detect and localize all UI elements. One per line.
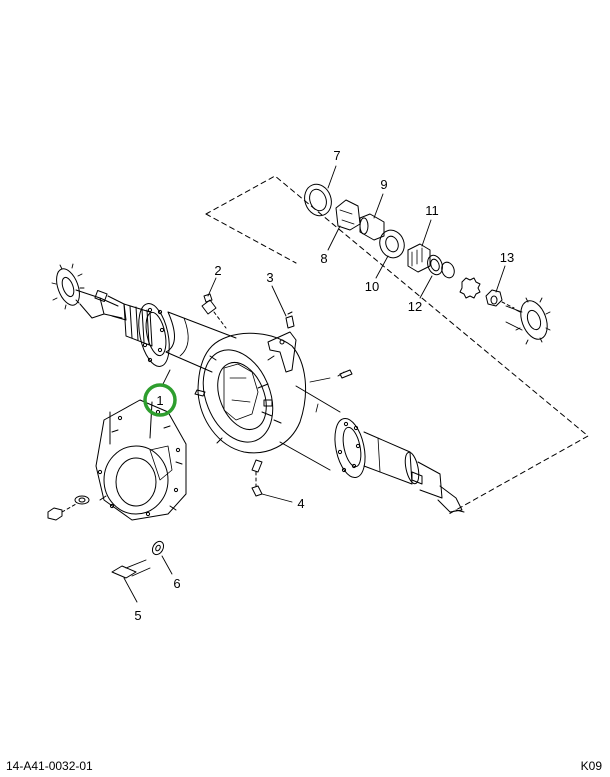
assembly-boundary-lower xyxy=(205,213,297,264)
callout-7: 7 xyxy=(333,148,340,163)
housing-studs xyxy=(194,355,282,444)
page-code: K09 xyxy=(580,759,602,773)
callout-6: 6 xyxy=(173,576,180,591)
callout-4: 4 xyxy=(297,496,304,511)
housing-tube-left xyxy=(165,311,237,373)
callout-5: 5 xyxy=(134,608,141,623)
callout-3: 3 xyxy=(266,270,273,285)
mounting-bracket xyxy=(267,331,297,373)
carrier-cover xyxy=(95,399,187,521)
cover-washer-nut xyxy=(47,495,90,521)
drain-plug xyxy=(251,485,263,497)
drain-plug-body xyxy=(251,459,263,473)
differential-bowl xyxy=(194,331,307,454)
callout-13: 13 xyxy=(500,250,514,265)
document-number: 14-A41-0032-01 xyxy=(6,759,93,773)
vent-fitting xyxy=(201,293,227,329)
pinion-bearing-stack xyxy=(304,183,551,345)
left-flange xyxy=(138,303,170,367)
breather-stud xyxy=(337,369,353,379)
callout-8: 8 xyxy=(320,251,327,266)
right-spindle xyxy=(363,431,465,513)
top-stud xyxy=(285,311,295,329)
callout-2: 2 xyxy=(214,263,221,278)
assembly-boundary xyxy=(205,175,589,516)
callout-1: 1 xyxy=(156,393,163,408)
callout-1-highlight xyxy=(143,383,177,417)
callout-12: 12 xyxy=(408,299,422,314)
left-axle-end xyxy=(51,263,153,347)
bolt-and-washer xyxy=(111,540,165,579)
right-flange xyxy=(334,418,366,478)
housing-tube-right xyxy=(279,377,341,471)
leader-lines xyxy=(123,165,506,603)
callout-11: 11 xyxy=(425,203,439,218)
callout-9: 9 xyxy=(380,177,387,192)
callout-10: 10 xyxy=(365,279,379,294)
axle-housing xyxy=(51,263,465,513)
